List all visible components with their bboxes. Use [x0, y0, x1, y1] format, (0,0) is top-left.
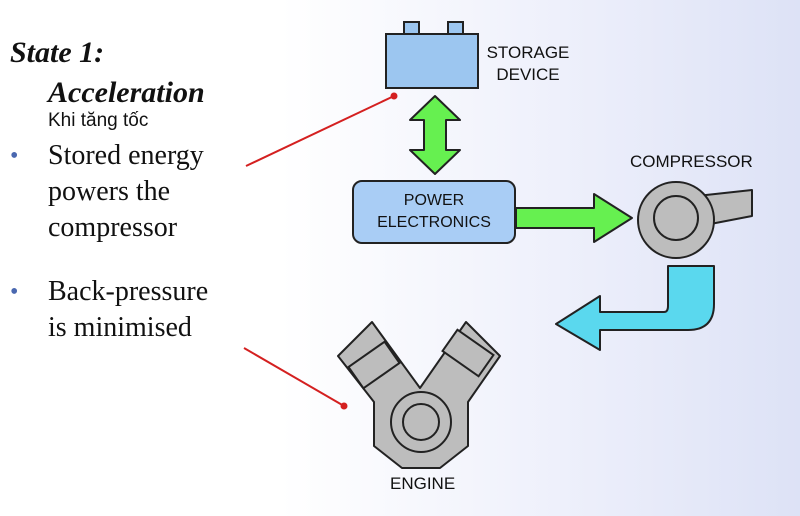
storage-device-label: STORAGE DEVICE: [480, 42, 576, 86]
storage-label-line: DEVICE: [496, 65, 560, 84]
state-title: State 1:: [10, 36, 105, 69]
bullet-dot-icon: •: [10, 279, 19, 305]
power-electronics-box: POWER ELECTRONICS: [352, 180, 516, 244]
state-name: Acceleration: [48, 76, 205, 109]
arrow-right-icon: [515, 193, 633, 243]
bullet-dot-icon: •: [10, 143, 19, 169]
pointer-line-engine: [243, 347, 345, 407]
pointer-dot-engine: [340, 402, 348, 410]
compressor-icon: [637, 181, 753, 259]
state-caption: Khi tăng tốc: [48, 110, 149, 131]
engine-icon: [337, 321, 501, 469]
bullet-line: powers the: [48, 176, 171, 207]
pointer-dot-storage: [390, 92, 398, 100]
bullet-line: Stored energy: [48, 140, 204, 171]
bullet-line: is minimised: [48, 312, 192, 343]
compressor-label: COMPRESSOR: [630, 152, 753, 171]
power-electronics-line: POWER: [403, 192, 465, 209]
storage-label-line: STORAGE: [486, 43, 570, 62]
bullet-line: Back-pressure: [48, 276, 209, 307]
battery-icon: [385, 21, 479, 89]
bidirectional-arrow-icon: [409, 95, 461, 175]
engine-label: ENGINE: [390, 474, 456, 493]
bullet-line: compressor: [48, 212, 178, 243]
power-electronics-line: ELECTRONICS: [377, 214, 491, 231]
pointer-line-storage: [245, 95, 395, 167]
curved-arrow-icon: [555, 265, 715, 351]
